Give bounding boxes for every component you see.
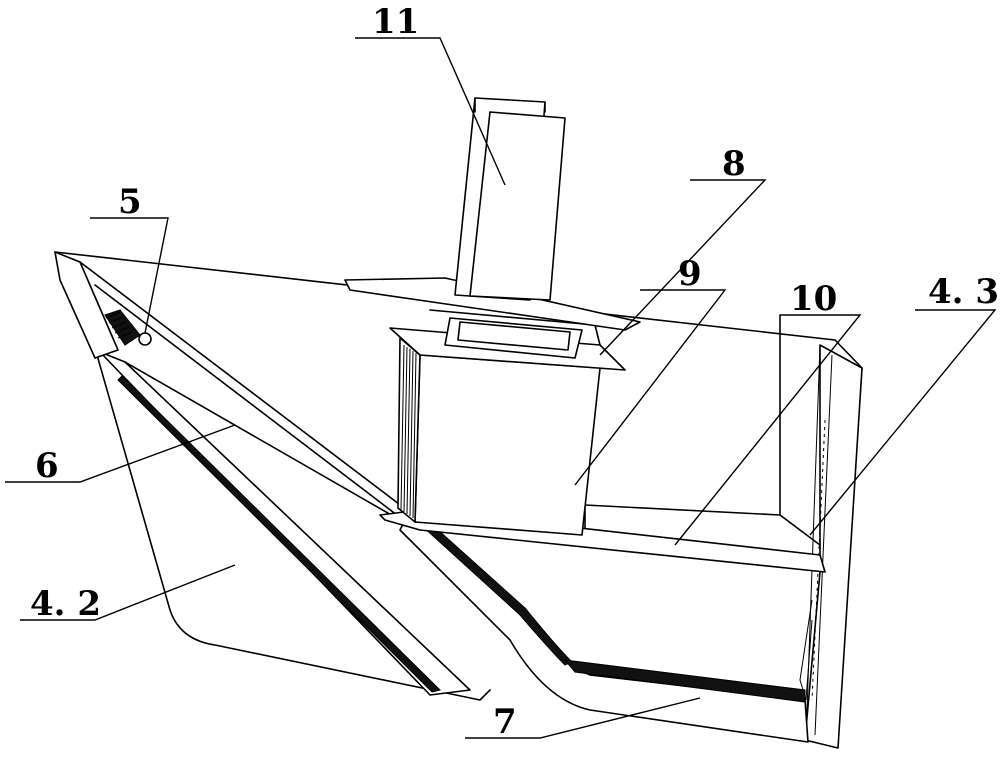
label-8: 8: [722, 144, 746, 184]
label-5: 5: [118, 182, 142, 222]
label-4-3: 4. 3: [928, 272, 999, 312]
column-11: [455, 98, 565, 300]
label-4-2: 4. 2: [30, 584, 101, 624]
label-10: 10: [790, 279, 837, 319]
label-7: 7: [493, 702, 517, 742]
label-6: 6: [35, 446, 59, 486]
label-9: 9: [678, 254, 702, 294]
core-box-9: [398, 338, 600, 535]
label-11: 11: [372, 2, 419, 42]
end-plate-4-3: [800, 345, 862, 748]
